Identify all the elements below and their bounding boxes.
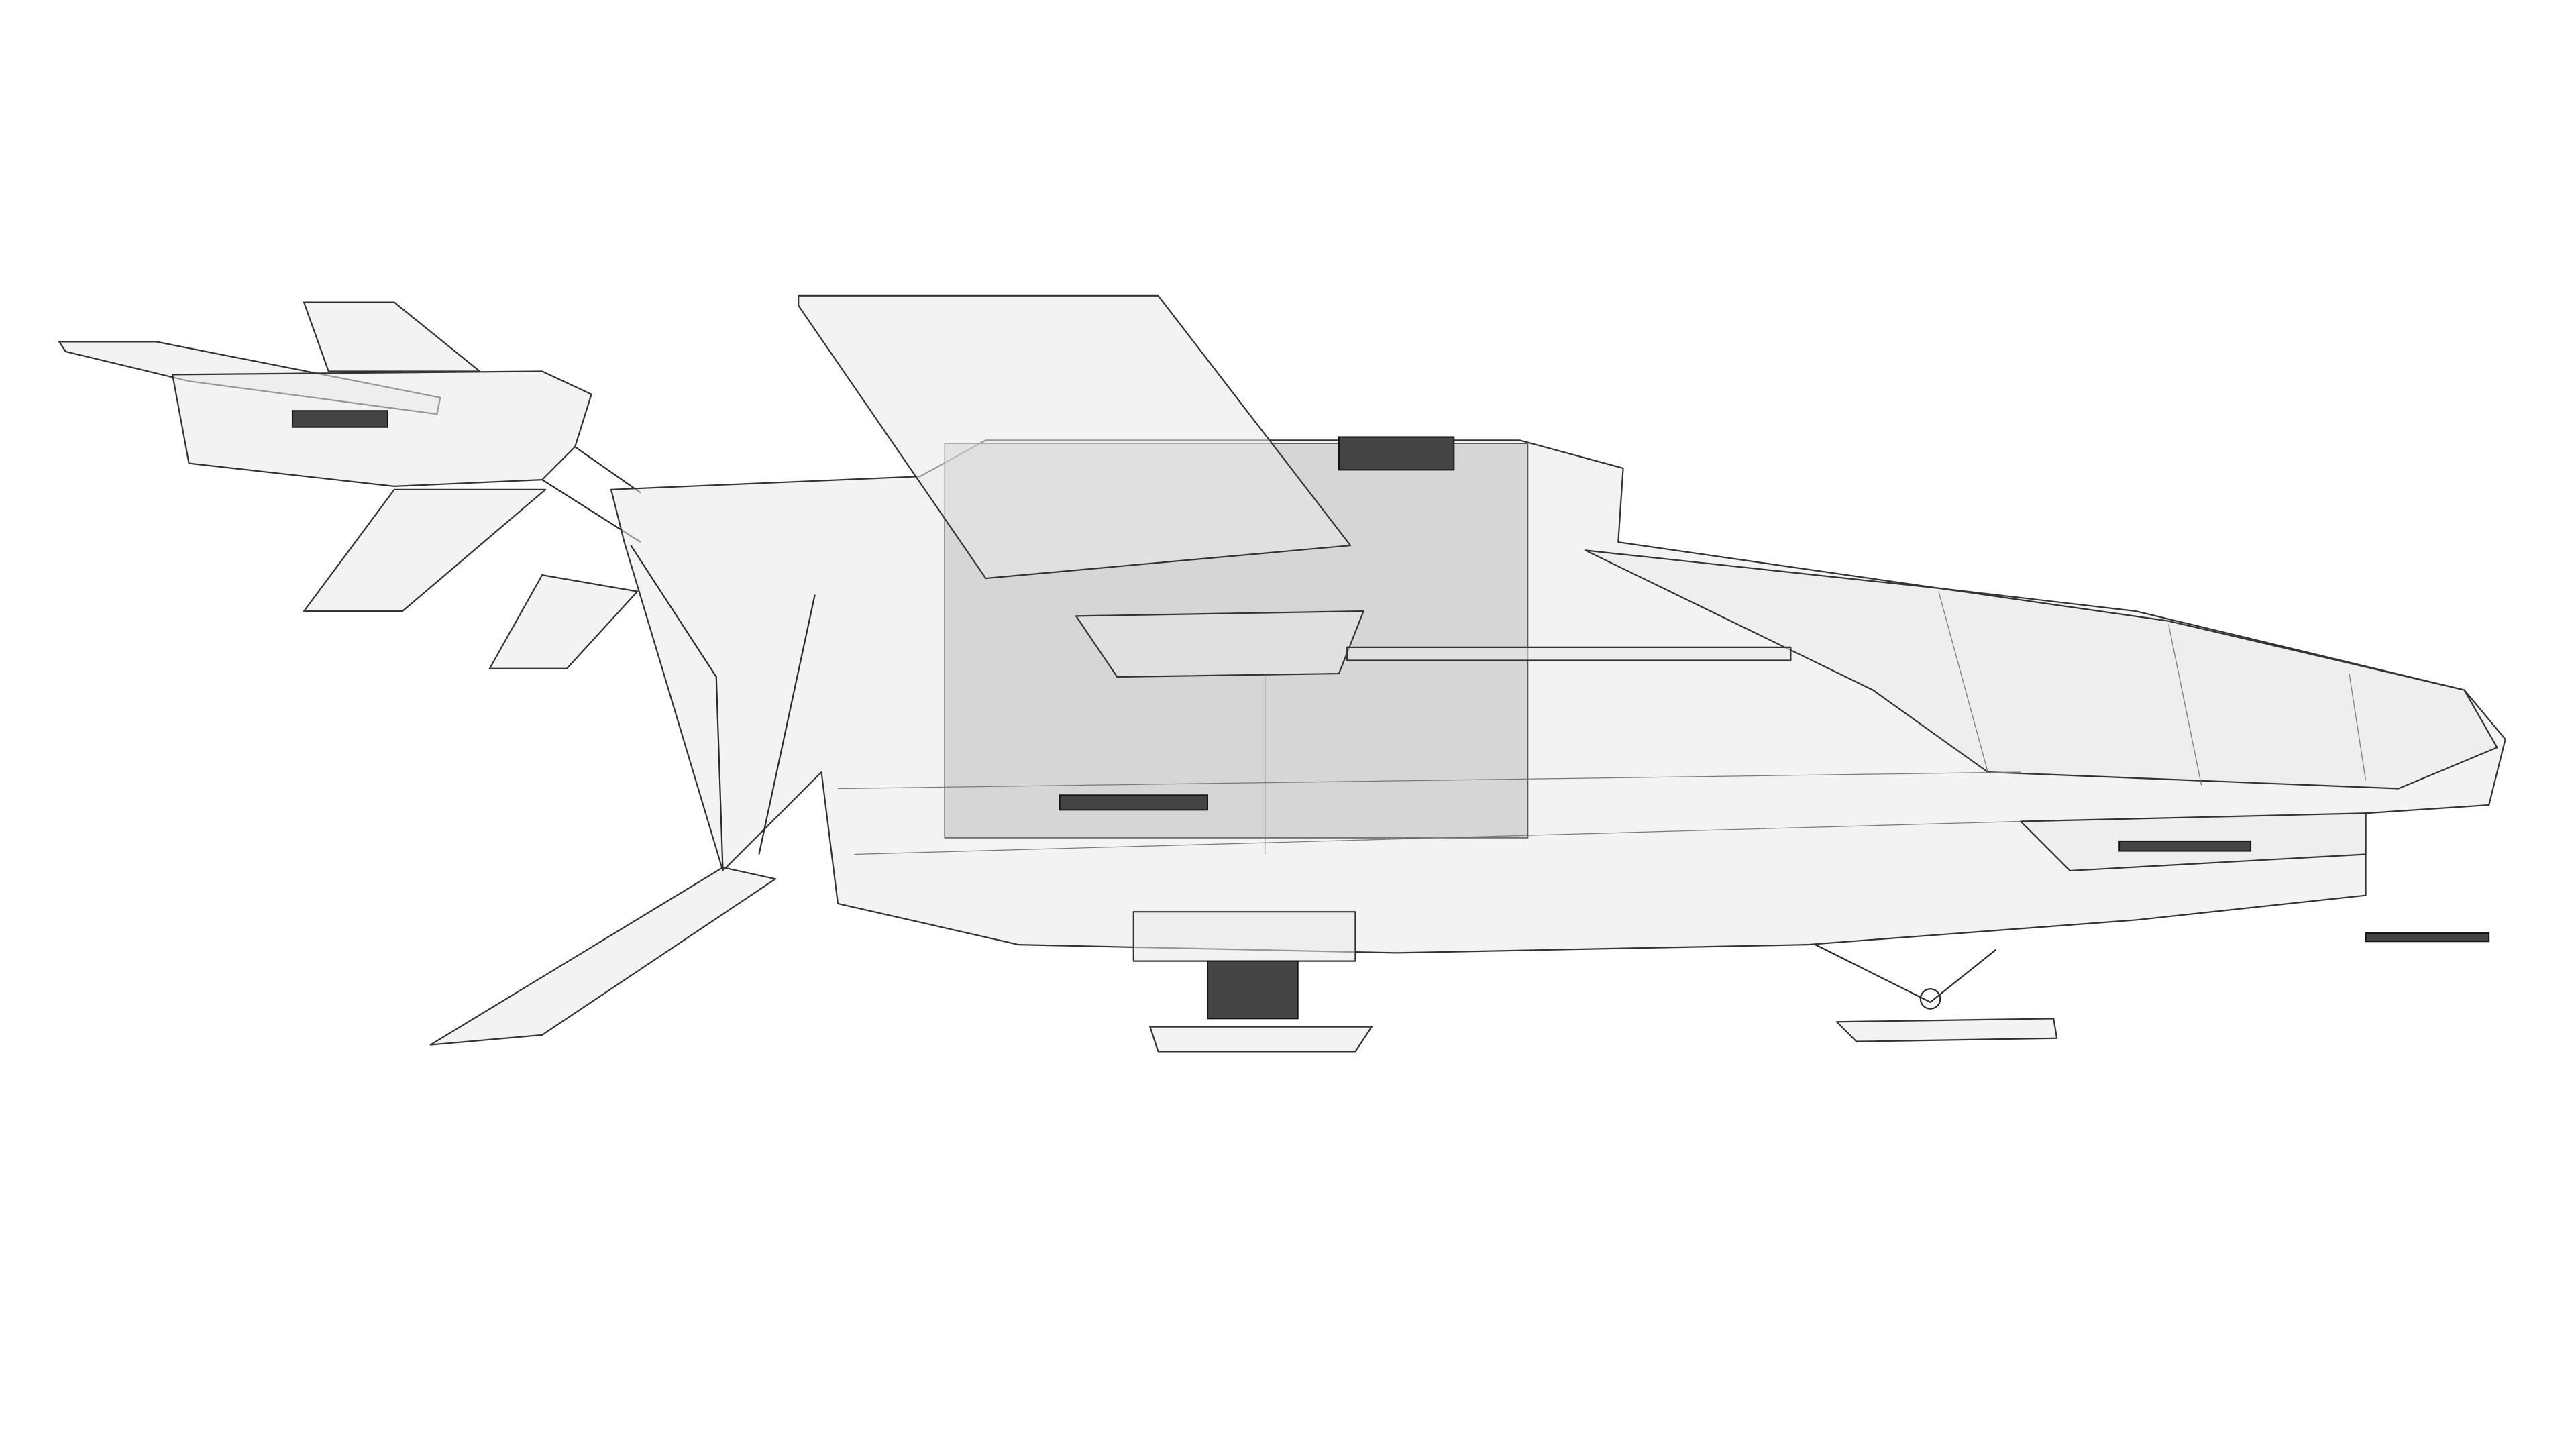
side-rail: [1059, 794, 1208, 811]
dorsal-wing: [798, 294, 1352, 580]
lower-tail-fin: [303, 488, 547, 612]
main-cannon: [1346, 646, 1792, 661]
nose-gun: [2365, 932, 2490, 943]
hull-panel-line: [854, 820, 2021, 855]
hull-panel-line: [837, 771, 2021, 790]
ventral-wing: [429, 866, 777, 1046]
canopy-frame: [2349, 673, 2367, 781]
rear-strut: [630, 545, 724, 871]
canopy-frame: [2168, 624, 2202, 786]
cockpit-canopy: [1585, 549, 2498, 790]
chin-vent: [2118, 840, 2252, 852]
front-gear-strut: [1815, 944, 1997, 1003]
tail-assembly: [58, 301, 641, 669]
rear-strut-2: [758, 594, 816, 855]
rear-ventral-fin: [488, 574, 639, 669]
upper-tail-fin: [303, 301, 481, 372]
tail-vent: [291, 410, 388, 428]
canopy-frame: [1938, 591, 1988, 773]
landing-gear: [1132, 911, 2058, 1053]
front-gear-hinge: [1919, 988, 1941, 1010]
ventral-missile-pod: [1132, 911, 1356, 962]
rear-gear-struts: [1207, 960, 1299, 1020]
tail-pod: [172, 370, 592, 487]
front-landing-skid: [1835, 1018, 2058, 1042]
top-turret: [1075, 610, 1364, 678]
dorsal-vent: [1338, 436, 1455, 471]
tail-boom-edge: [574, 446, 641, 494]
main-hull: [429, 294, 2506, 1046]
rear-landing-skid: [1149, 1026, 1373, 1053]
